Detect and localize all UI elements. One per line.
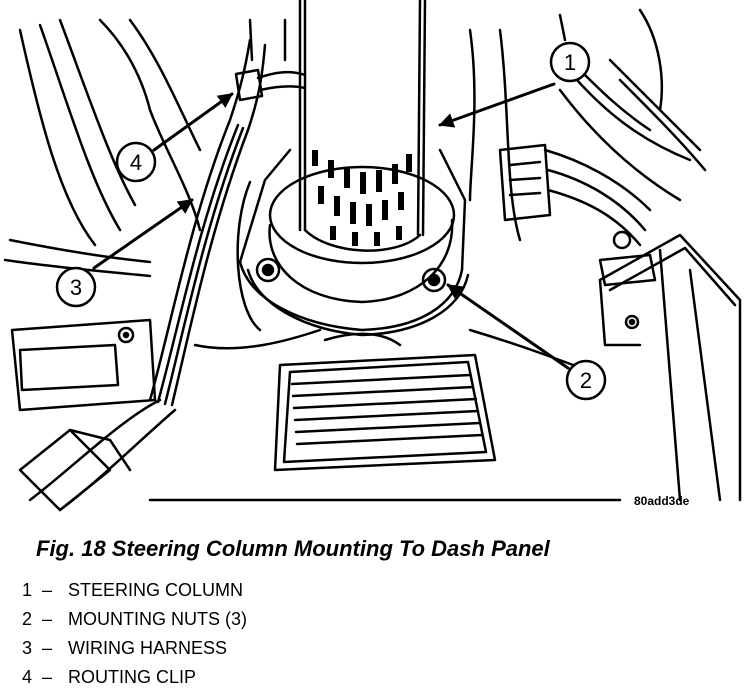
legend-item: 2–MOUNTING NUTS (3) <box>22 605 247 634</box>
routing-clip <box>234 68 307 102</box>
legend-label: ROUTING CLIP <box>68 667 197 687</box>
callout-number: 3 <box>70 275 82 300</box>
right-wiring-bundle <box>468 8 707 287</box>
wiring-harness <box>18 18 287 512</box>
legend-number: 2 <box>22 609 33 629</box>
figure-caption: Fig. 18 Steering Column Mounting To Dash… <box>36 536 550 561</box>
technical-illustration: 1 2 3 4 80add3de <box>3 0 742 512</box>
mounting-nuts <box>255 257 447 293</box>
pedal-bracket <box>598 233 742 502</box>
callout-4: 4 <box>115 141 157 183</box>
callout-2: 2 <box>565 359 607 401</box>
legend-separator: – <box>42 580 53 600</box>
legend-item: 1–STEERING COLUMN <box>22 576 247 605</box>
legend-label: MOUNTING NUTS (3) <box>68 609 247 629</box>
legend-number: 4 <box>22 667 33 687</box>
legend-number: 3 <box>22 638 33 658</box>
legend-item: 3–WIRING HARNESS <box>22 634 247 663</box>
steering-column <box>298 0 427 252</box>
callout-1: 1 <box>549 41 591 83</box>
leader-lines <box>92 82 570 370</box>
figure-id: 80add3de <box>634 494 690 508</box>
callout-number: 2 <box>580 368 592 393</box>
legend-separator: – <box>42 638 53 658</box>
mounting-flange <box>236 148 470 337</box>
legend-label: WIRING HARNESS <box>68 638 228 658</box>
callout-3: 3 <box>55 266 97 308</box>
legend-number: 1 <box>22 580 33 600</box>
callout-number: 4 <box>130 150 142 175</box>
callout-number: 1 <box>564 50 576 75</box>
legend-separator: – <box>42 609 53 629</box>
brake-pedal <box>273 332 497 472</box>
legend-label: STEERING COLUMN <box>68 580 244 600</box>
legend-list: 1–STEERING COLUMN 2–MOUNTING NUTS (3) 3–… <box>22 576 247 692</box>
legend-item: 4–ROUTING CLIP <box>22 663 247 692</box>
legend-separator: – <box>42 667 53 687</box>
